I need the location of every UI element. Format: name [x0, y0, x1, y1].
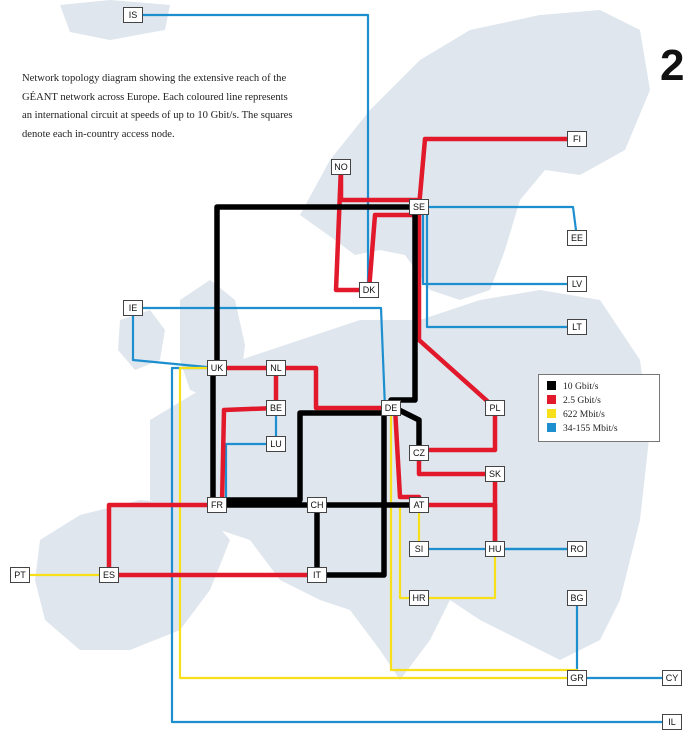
node-se: SE	[409, 199, 429, 215]
legend-item-2-5g: 2.5 Gbit/s	[547, 395, 601, 407]
node-lv: LV	[567, 276, 587, 292]
link-de-gr	[389, 406, 579, 672]
node-hu: HU	[485, 541, 505, 557]
figure-caption: Network topology diagram showing the ext…	[22, 73, 293, 140]
legend-item-622m: 622 Mbit/s	[547, 409, 605, 421]
node-sk: SK	[485, 466, 505, 482]
node-is: IS	[123, 7, 143, 23]
link-ie-uk	[131, 306, 219, 370]
link-nl-de	[273, 365, 394, 411]
link-uk-se	[214, 204, 422, 371]
legend-swatch-10g	[547, 381, 556, 391]
node-lu: LU	[266, 436, 286, 452]
legend: 10 Gbit/s 2.5 Gbit/s 622 Mbit/s 34-155 M…	[538, 374, 660, 442]
legend-item-10g: 10 Gbit/s	[547, 381, 598, 393]
node-pl: PL	[485, 400, 505, 416]
legend-label-34-155m: 34-155 Mbit/s	[563, 423, 618, 434]
node-pt: PT	[10, 567, 30, 583]
node-gr: GR	[567, 670, 587, 686]
node-hr: HR	[409, 590, 429, 606]
link-be-fr	[219, 405, 279, 508]
legend-label-622m: 622 Mbit/s	[563, 409, 605, 420]
link-se-lt	[425, 205, 579, 329]
link-se-pl	[416, 204, 498, 411]
node-bg: BG	[567, 590, 587, 606]
node-il: IL	[662, 714, 682, 730]
land-ireland	[118, 310, 165, 370]
link-uk-gr	[178, 366, 579, 680]
node-ie: IE	[123, 300, 143, 316]
land-scandinavia	[300, 10, 650, 300]
node-at: AT	[409, 497, 429, 513]
land-iceland	[60, 0, 170, 40]
node-de: DE	[381, 400, 401, 416]
node-ro: RO	[567, 541, 587, 557]
legend-swatch-622m	[547, 409, 556, 419]
link-hr-hu	[417, 547, 497, 600]
node-be: BE	[266, 400, 286, 416]
legend-swatch-34-155m	[547, 423, 556, 433]
link-dk-se	[366, 212, 422, 293]
node-lt: LT	[567, 319, 587, 335]
node-ch: CH	[307, 497, 327, 513]
node-ee: EE	[567, 230, 587, 246]
link-fr-de	[214, 410, 394, 503]
node-nl: NL	[266, 360, 286, 376]
link-de-cz	[392, 405, 422, 456]
link-fr-es	[106, 502, 220, 578]
node-si: SI	[409, 541, 429, 557]
node-no: NO	[331, 159, 351, 175]
node-cz: CZ	[409, 445, 429, 461]
link-is-dk	[131, 13, 370, 292]
legend-swatch-2-5g	[547, 395, 556, 405]
legend-label-10g: 10 Gbit/s	[563, 381, 599, 392]
node-dk: DK	[359, 282, 379, 298]
node-es: ES	[99, 567, 119, 583]
link-se-ee	[417, 205, 579, 240]
node-uk: UK	[207, 360, 227, 376]
legend-label-2-5g: 2.5 Gbit/s	[563, 395, 601, 406]
link-se-lv	[421, 205, 579, 286]
node-cy: CY	[662, 670, 682, 686]
link-se-fi	[416, 136, 580, 210]
page-number: 2	[660, 41, 684, 90]
legend-item-34-155m: 34-155 Mbit/s	[547, 423, 618, 435]
node-fr: FR	[207, 497, 227, 513]
node-fi: FI	[567, 131, 587, 147]
link-pl-cz	[416, 405, 498, 453]
node-it: IT	[307, 567, 327, 583]
